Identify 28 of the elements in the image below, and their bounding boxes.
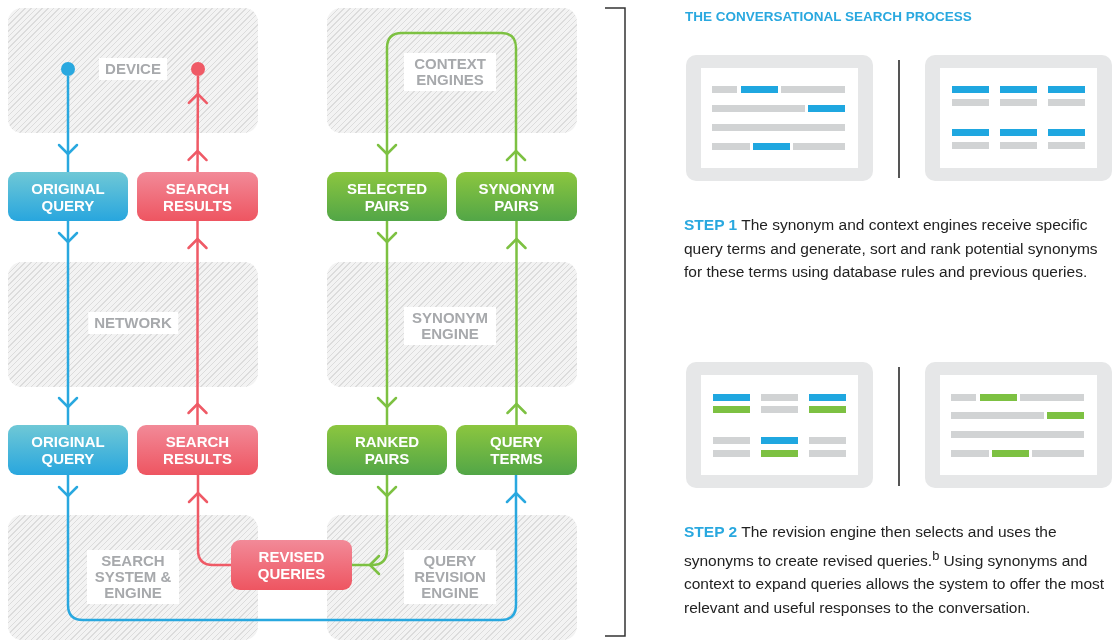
arrow (376, 31, 527, 172)
step-description: STEP 1 The synonym and context engines receive specific query terms and generate, sort and rank potential synonyms for these terms using database rules and previous queries. (684, 215, 1099, 282)
arrow (506, 221, 527, 425)
process-box: SEARCH RESULTS (137, 172, 258, 221)
arrow (57, 76, 79, 172)
layer-label: DEVICE (99, 58, 167, 80)
step-description: STEP 2 The revision engine then selects and uses the synonyms to create revised queries.$^{b}$ Using synonyms and context to expand queries allows the system to offer the most relevant and useful responses to the conversation. (684, 522, 1106, 618)
layer-label: SYNONYM ENGINE (404, 307, 496, 345)
layer-label: SEARCH SYSTEM & ENGINE (87, 550, 179, 604)
process-box: REVISED QUERIES (231, 540, 352, 590)
layer-label: NETWORK (88, 312, 178, 334)
arrow (187, 76, 209, 172)
process-box: SEARCH RESULTS (137, 425, 258, 475)
arrow (187, 221, 208, 425)
process-box: RANKED PAIRS (327, 425, 447, 475)
title: THE CONVERSATIONAL SEARCH PROCESS (685, 9, 972, 24)
process-box: ORIGINAL QUERY (8, 172, 128, 221)
layer-label: QUERY REVISION ENGINE (404, 550, 496, 604)
process-box: SYNONYM PAIRS (456, 172, 577, 221)
process-box: SELECTED PAIRS (327, 172, 447, 221)
process-box: QUERY TERMS (456, 425, 577, 475)
arrow (57, 475, 527, 622)
process-box: ORIGINAL QUERY (8, 425, 128, 475)
arrow (187, 475, 231, 567)
arrow (376, 221, 398, 425)
arrow (57, 221, 79, 425)
arrow (352, 475, 398, 576)
layer-label: CONTEXT ENGINES (404, 53, 496, 91)
